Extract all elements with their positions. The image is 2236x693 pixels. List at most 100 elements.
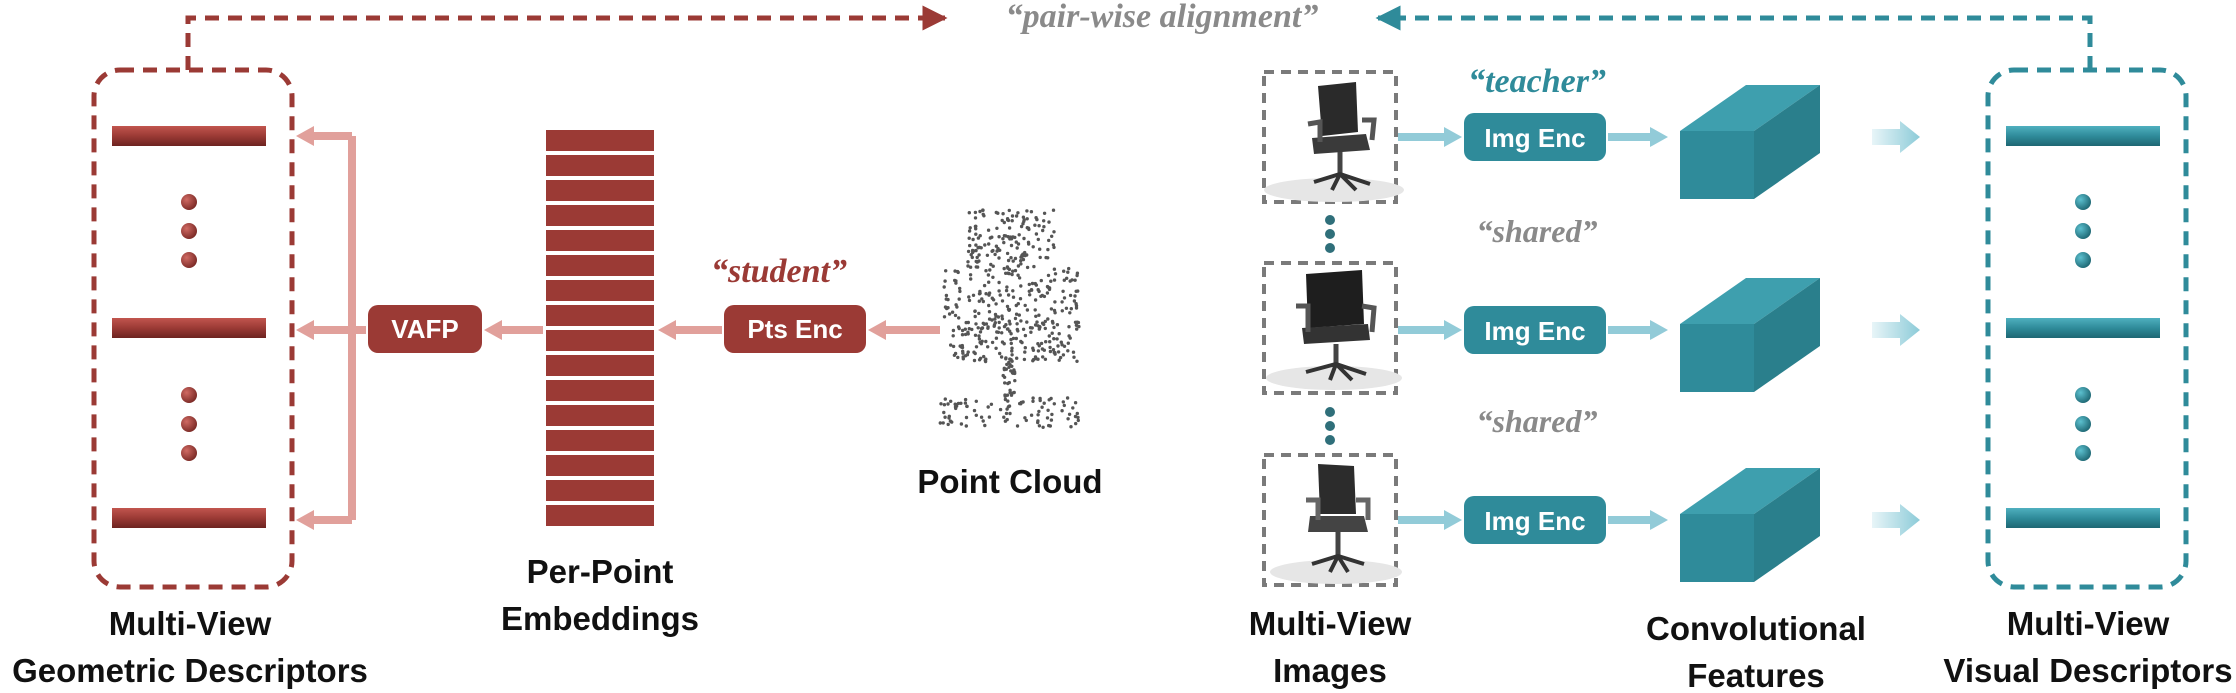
point <box>1005 417 1009 422</box>
point <box>996 246 1000 251</box>
conv-feature-top <box>1680 278 1820 324</box>
point <box>954 279 958 283</box>
point <box>997 320 1001 325</box>
point <box>966 264 970 268</box>
point <box>1014 312 1019 316</box>
point <box>970 255 974 260</box>
point <box>972 358 977 363</box>
image-to-encoder-arrowhead <box>1444 510 1462 530</box>
point-encoder-label: Pts Enc <box>747 314 842 344</box>
point <box>958 289 962 294</box>
point <box>1010 353 1014 357</box>
point <box>1013 256 1018 261</box>
point <box>1031 357 1036 362</box>
point <box>963 397 968 402</box>
visual-descriptors <box>1985 67 2189 590</box>
point <box>977 299 981 303</box>
point <box>1044 255 1048 260</box>
point <box>1036 342 1040 346</box>
point <box>1068 311 1072 315</box>
point <box>949 343 953 347</box>
point <box>1067 266 1071 271</box>
image-encoder <box>1464 113 1606 161</box>
point <box>973 224 978 229</box>
point <box>1019 284 1023 288</box>
point <box>1060 309 1065 313</box>
point <box>1003 394 1007 398</box>
ellipsis-dot <box>181 252 197 268</box>
point <box>1051 208 1056 212</box>
point <box>1065 276 1069 280</box>
point <box>968 265 973 269</box>
point <box>1037 424 1042 428</box>
point <box>994 302 998 306</box>
point <box>1029 330 1033 334</box>
point <box>977 334 981 338</box>
point <box>1036 349 1041 353</box>
point <box>984 339 988 344</box>
encoder-to-feature-arrowhead <box>1650 127 1668 147</box>
point <box>1076 415 1080 420</box>
point <box>1069 425 1073 429</box>
point <box>993 252 997 257</box>
point <box>1005 251 1010 256</box>
point <box>944 269 948 273</box>
point <box>988 268 992 272</box>
shared-label: “shared” <box>1477 213 1598 249</box>
point <box>1015 356 1019 360</box>
point <box>990 340 995 345</box>
ellipsis-dot <box>181 445 197 461</box>
point <box>987 303 991 308</box>
point <box>998 351 1002 356</box>
point <box>951 344 956 349</box>
point <box>988 236 992 240</box>
point <box>1014 336 1018 341</box>
point <box>1009 256 1013 260</box>
point <box>1064 306 1069 310</box>
point <box>978 340 982 345</box>
point <box>1033 223 1037 227</box>
point <box>1047 334 1052 338</box>
point <box>1012 370 1017 374</box>
point <box>1051 243 1056 247</box>
point <box>1071 350 1076 354</box>
point <box>993 317 997 321</box>
point <box>1058 355 1063 360</box>
point <box>1017 313 1021 317</box>
point <box>1013 235 1017 240</box>
feature-to-descriptor-arrow <box>1872 121 1920 153</box>
point <box>970 327 974 332</box>
point <box>963 327 967 331</box>
point <box>1055 337 1059 341</box>
point <box>1067 412 1072 416</box>
point <box>1067 325 1071 329</box>
point <box>1052 278 1057 282</box>
point <box>944 297 948 301</box>
point <box>978 245 982 250</box>
point <box>972 350 976 354</box>
point <box>1060 409 1064 413</box>
point <box>1051 321 1055 325</box>
point <box>1039 341 1044 346</box>
multi-view-images <box>1262 70 1404 587</box>
point <box>954 406 958 411</box>
point <box>1002 220 1006 225</box>
point <box>1004 357 1008 361</box>
point <box>966 330 970 334</box>
point <box>1066 341 1071 345</box>
image-encoder-label: Img Enc <box>1484 506 1585 536</box>
point <box>1076 289 1080 293</box>
embedding-row <box>546 455 654 476</box>
point <box>1002 240 1006 245</box>
point <box>1029 413 1034 417</box>
ellipsis-dot <box>181 416 197 432</box>
point <box>1013 316 1018 321</box>
point <box>1010 346 1014 350</box>
view-image <box>1262 453 1402 587</box>
point <box>1027 242 1031 246</box>
point-cloud-chair <box>938 208 1081 429</box>
point <box>1052 402 1057 406</box>
geometric-descriptors <box>91 67 295 590</box>
point <box>1052 267 1057 271</box>
point <box>1033 308 1037 312</box>
